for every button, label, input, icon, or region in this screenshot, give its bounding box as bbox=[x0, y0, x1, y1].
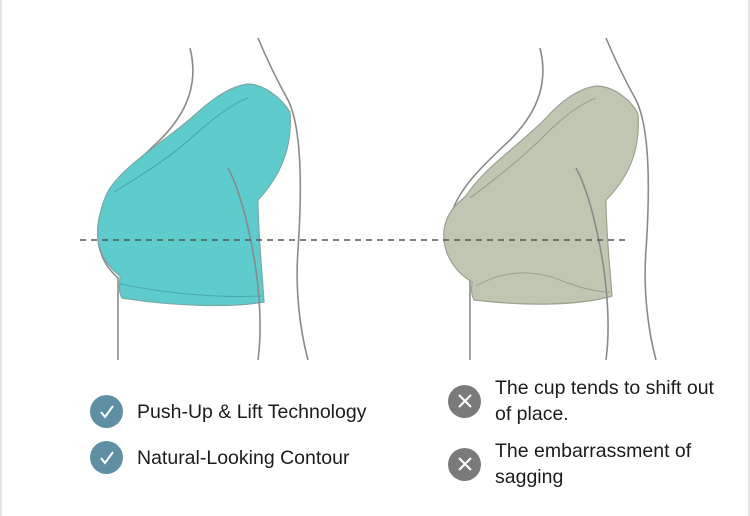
check-icon bbox=[99, 404, 114, 419]
feature-natural-contour: Natural-Looking Contour bbox=[90, 441, 349, 474]
feature-label: Natural-Looking Contour bbox=[137, 446, 350, 469]
cross-badge bbox=[448, 384, 481, 418]
right-figure-unsupported bbox=[443, 37, 657, 361]
issue-label: The embarrassment of sagging bbox=[495, 440, 692, 488]
issue-cup-shift: The cup tends to shift out of place. bbox=[448, 375, 725, 427]
teal-bra bbox=[97, 83, 291, 307]
cross-icon bbox=[457, 394, 472, 408]
issue-sagging: The embarrassment of sagging bbox=[448, 438, 725, 490]
check-badge bbox=[90, 441, 123, 474]
left-figure-supported bbox=[96, 37, 309, 361]
feature-push-up: Push-Up & Lift Technology bbox=[90, 395, 366, 428]
cross-icon bbox=[457, 457, 472, 471]
feature-label: Push-Up & Lift Technology bbox=[137, 400, 367, 423]
check-badge bbox=[90, 395, 123, 428]
cross-badge bbox=[448, 447, 481, 481]
check-icon bbox=[99, 450, 114, 465]
issue-label: The cup tends to shift out of place. bbox=[495, 377, 714, 425]
sage-bra bbox=[443, 85, 639, 305]
bra-comparison-illustration bbox=[80, 37, 657, 361]
